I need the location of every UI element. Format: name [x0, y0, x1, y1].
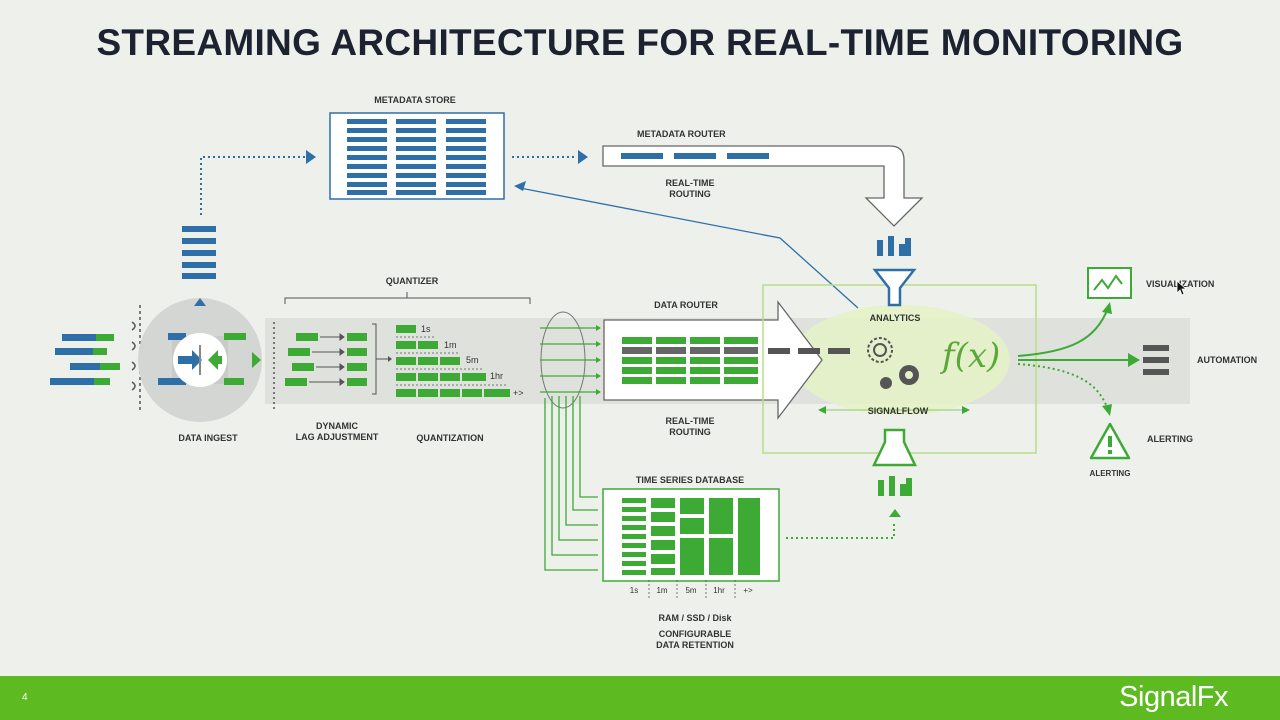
label-visualization: VISUALIZATION — [1146, 279, 1246, 290]
label-quantizer: QUANTIZER — [385, 276, 439, 286]
label-alerting-icon: ALERTING — [1089, 469, 1131, 478]
metadata-router-arrow — [602, 145, 924, 227]
slide-title: STREAMING ARCHITECTURE FOR REAL-TIME MON… — [96, 22, 1184, 63]
mouse-cursor-icon — [1176, 280, 1188, 296]
retention-interval-label: +> — [743, 586, 753, 595]
quant-interval-label: 1s — [421, 324, 431, 334]
metadata-feedback-line — [519, 187, 859, 309]
label-realtime-routing-top: REAL-TIME ROUTING — [665, 178, 715, 199]
output-lines — [1017, 307, 1128, 411]
metadata-stack — [182, 226, 216, 279]
ingest-gate — [131, 305, 141, 412]
label-data-router: DATA ROUTER — [654, 300, 718, 310]
quant-interval-label: 1m — [444, 340, 457, 350]
label-quantization: QUANTIZATION — [416, 433, 484, 443]
retention-interval-label: 1m — [656, 586, 667, 595]
fanout-arrows — [540, 327, 598, 571]
label-metadata-router: METADATA ROUTER — [637, 129, 726, 139]
metadata-store-rows — [347, 119, 486, 195]
quantization-bars — [396, 325, 510, 397]
retention-interval-label: 1hr — [713, 586, 725, 595]
automation-icon — [1143, 345, 1169, 375]
label-tsdb: TIME SERIES DATABASE — [635, 475, 745, 485]
label-metadata-store: METADATA STORE — [374, 95, 456, 105]
label-analytics: ANALYTICS — [869, 313, 921, 323]
analytics-funnel-icon — [872, 268, 917, 307]
label-signalflow: SIGNALFLOW — [867, 406, 929, 416]
quant-interval-label: 5m — [466, 355, 479, 365]
analytics-bars-bottom — [878, 476, 912, 496]
gear-icon — [867, 337, 893, 363]
retention-interval-label: 1s — [630, 586, 638, 595]
label-data-ingest: DATA INGEST — [178, 433, 238, 443]
lag-adjustment-blocks — [285, 333, 367, 386]
quant-interval-label: 1hr — [490, 371, 503, 381]
storage-flask-icon — [872, 428, 917, 467]
label-storage: RAM / SSD / Disk — [658, 613, 732, 623]
signalfx-logo: SignalFx — [1119, 681, 1228, 713]
quant-interval-label: +> — [513, 388, 524, 398]
gear-icon-small — [880, 365, 919, 389]
architecture-diagram: 1s 1m 5m 1hr +> 1s 1m 5m 1hr +> — [50, 112, 1190, 598]
tsdb-grid — [622, 498, 760, 575]
visualization-icon — [1087, 267, 1132, 299]
label-automation: AUTOMATION — [1197, 355, 1258, 365]
footer-bar: 4 SignalFx — [0, 676, 1280, 720]
signalflow-glow — [790, 305, 1010, 415]
label-retention: CONFIGURABLE DATA RETENTION — [656, 629, 734, 650]
page-number: 4 — [22, 692, 28, 703]
analytics-bars-top — [877, 236, 911, 256]
incoming-metrics — [50, 334, 120, 385]
data-router-grid — [622, 337, 758, 384]
label-dynamic-lag: DYNAMIC LAG ADJUSTMENT — [295, 421, 379, 442]
retention-interval-label: 5m — [685, 586, 696, 595]
function-symbol: f(x) — [942, 336, 1001, 376]
alert-icon — [1089, 422, 1131, 460]
label-alerting: ALERTING — [1147, 434, 1193, 444]
quantizer-bracket — [284, 297, 531, 304]
label-realtime-routing-bottom: REAL-TIME ROUTING — [665, 416, 715, 437]
